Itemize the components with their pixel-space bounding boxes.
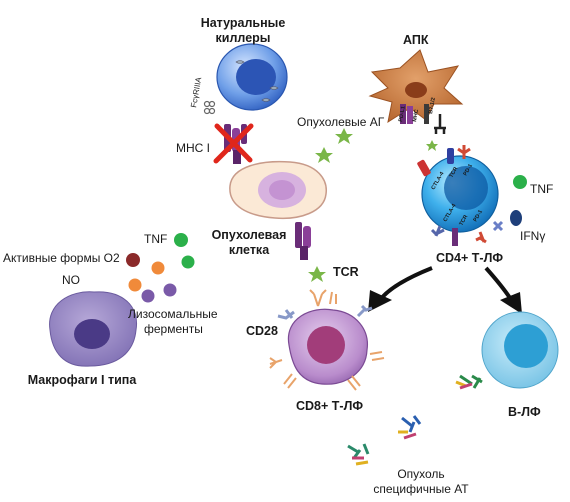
ifn-label: IFNγ — [520, 229, 545, 243]
fcgr-label: FcγRIIIA — [189, 76, 203, 108]
tumor-mhc-receptor — [295, 222, 311, 260]
cd8-label: CD8+ Т-ЛФ — [296, 399, 363, 413]
secretion-dot — [128, 278, 142, 292]
no-label: NO — [62, 273, 80, 287]
antibody-icon — [455, 374, 483, 390]
arrow-icon — [484, 266, 522, 314]
fcgr-receptor-icon — [203, 100, 216, 115]
cd8-t-cell — [269, 289, 385, 391]
tnf-right-label: TNF — [530, 182, 553, 196]
nk-label-line1: Натуральные — [201, 16, 286, 30]
ifn-dot — [510, 210, 522, 226]
secretion-dot — [163, 283, 177, 297]
apc-label: АПК — [403, 33, 429, 47]
ros-dot — [126, 253, 140, 267]
cd4-t-cell — [417, 145, 504, 246]
apc-b7-label: B7-1/2 — [428, 97, 437, 114]
antigen-star-icon — [308, 266, 326, 282]
secretion-dot — [141, 289, 155, 303]
tnf-left-dot — [174, 233, 188, 247]
nk-label-line2: киллеры — [216, 31, 271, 45]
cd4-tcr-label: TCR — [449, 166, 460, 179]
antibody-icon — [347, 443, 370, 466]
secretion-dot — [151, 261, 165, 275]
nk-cell: FcγRIIIA — [189, 43, 288, 115]
cd4-pd1-label: PD-1 — [463, 163, 474, 177]
ros-label: Активные формы О2 — [3, 251, 120, 265]
apc-cell — [368, 49, 464, 124]
cd4-label: CD4+ Т-ЛФ — [436, 251, 503, 265]
antibody-icon — [398, 415, 422, 440]
lyso-label-line2: ферменты — [144, 322, 203, 336]
tcr-label: TCR — [333, 265, 359, 279]
antigen-star-icon — [315, 128, 438, 163]
apc-pdl1-label: PD-L1 — [398, 106, 407, 123]
tnf-right-dot — [513, 175, 527, 189]
tumor-label-line1: Опухолевая — [212, 228, 287, 242]
arrow-icon — [368, 266, 433, 312]
cd4-tcr-label-2: TCR — [459, 214, 470, 227]
macro-label: Макрофаги I типа — [28, 373, 138, 387]
apc-mhc-label: MHC — [412, 109, 420, 122]
apc-receptors — [400, 104, 446, 134]
tumor-label-line2: клетка — [229, 243, 270, 257]
b-cell — [481, 311, 559, 389]
antibody-label-line1: Опухоль — [397, 467, 444, 481]
inhibit-cross-icon — [213, 123, 254, 164]
tumor-cell — [229, 160, 327, 220]
tumor-ag-label: Опухолевые АГ — [297, 115, 385, 129]
bcell-label: В-ЛФ — [508, 405, 541, 419]
tnf-left-label: TNF — [144, 232, 167, 246]
cd4-pd1-label-2: PD-1 — [473, 209, 484, 223]
macrophage-cell — [49, 291, 138, 367]
mhc1-label: MHC I — [176, 141, 210, 155]
cd28-label: CD28 — [246, 324, 278, 338]
secretion-dot — [181, 255, 195, 269]
lyso-label-line1: Лизосомальные — [128, 307, 218, 321]
antibody-label-line2: специфичные АТ — [373, 482, 469, 496]
